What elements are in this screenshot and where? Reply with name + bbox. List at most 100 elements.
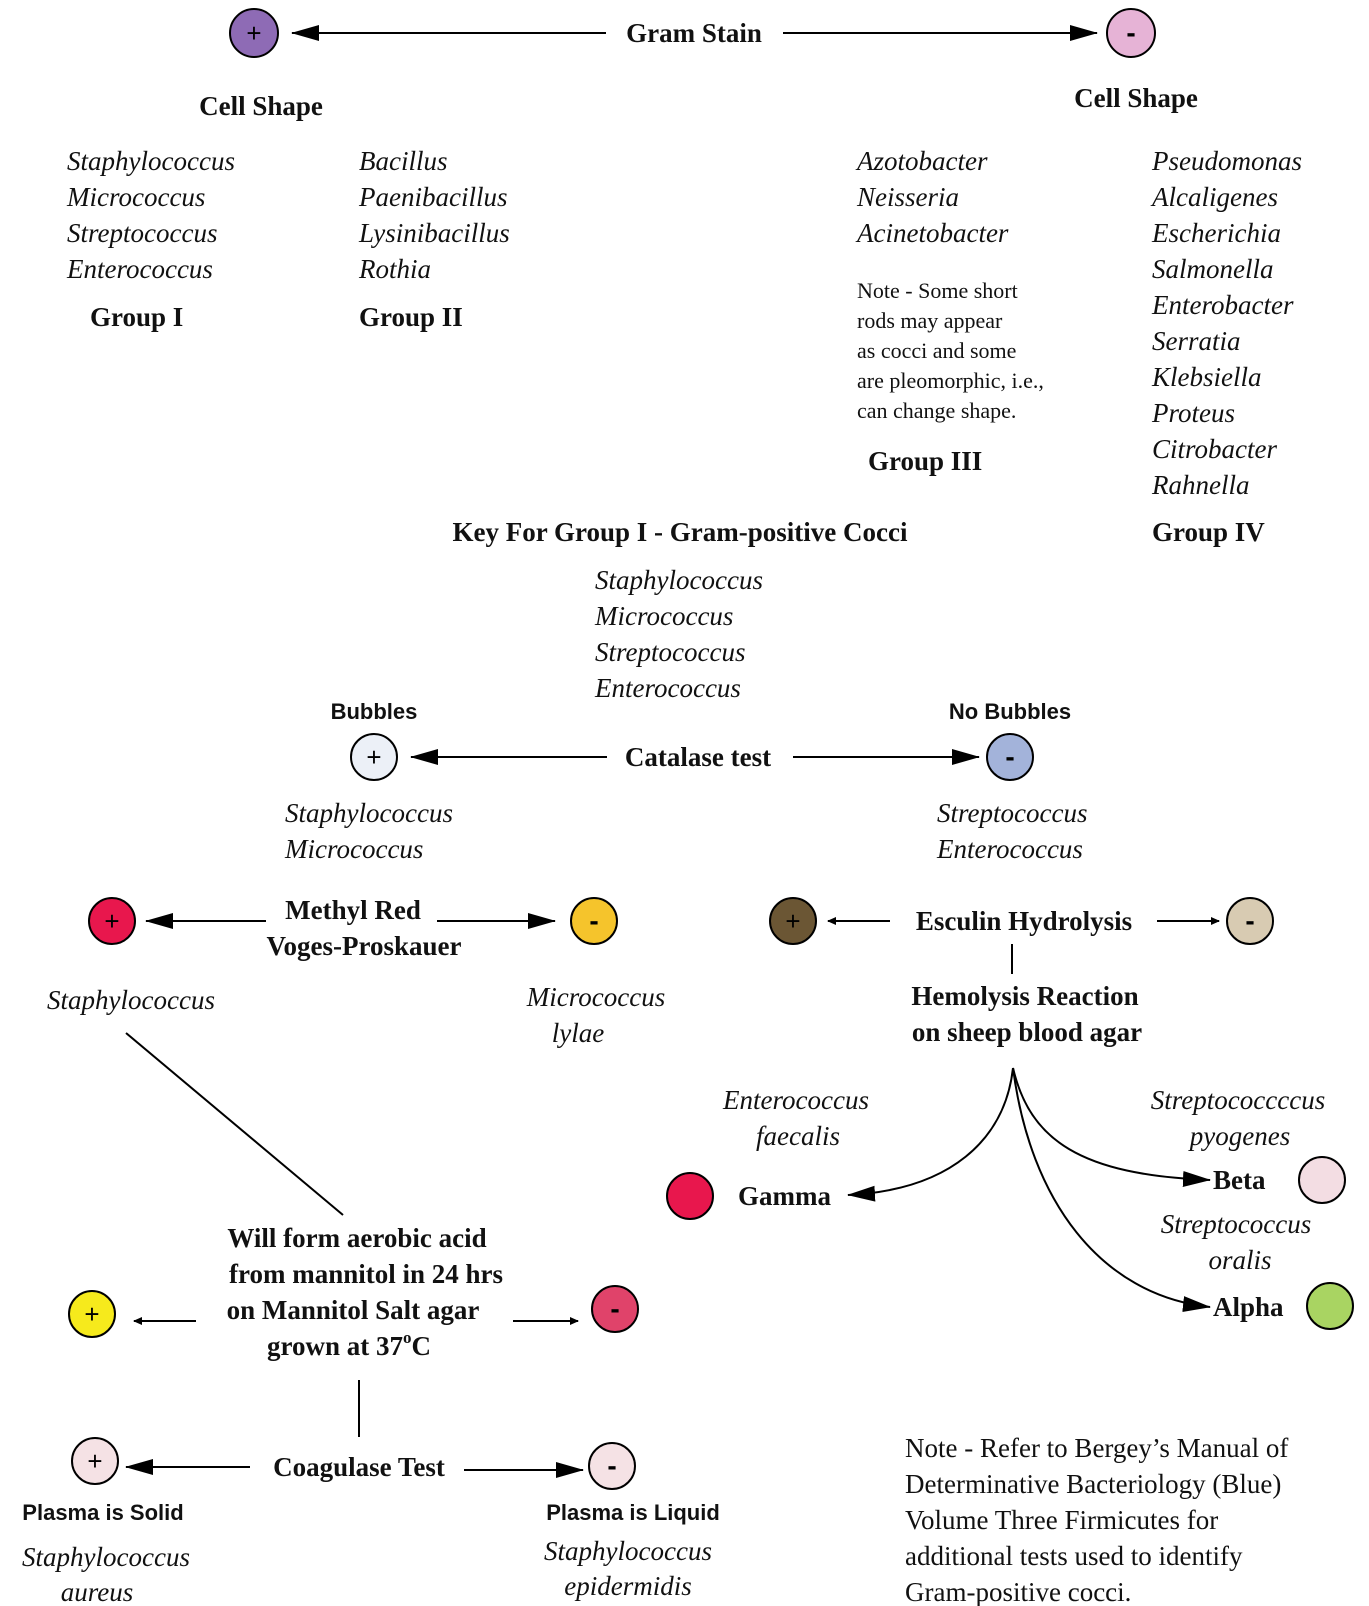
gamma-circle bbox=[666, 1172, 714, 1220]
catalase-positive-circle bbox=[350, 733, 398, 781]
mrvp-section: Methyl Red Voges-Proskauer + - Staphyloc… bbox=[47, 895, 665, 1216]
bottom-note-line: Note - Refer to Bergey’s Manual of bbox=[905, 1433, 1288, 1463]
mannitol-temp-degree: o bbox=[403, 1328, 412, 1347]
gram-stain-section: Gram Stain + - Cell Shape Cell Shape Sta… bbox=[66, 8, 1302, 547]
beta-genus-line: Streptococcccus bbox=[1151, 1085, 1325, 1115]
hemolysis-label-line: Hemolysis Reaction bbox=[911, 981, 1138, 1011]
mrvp-negative-genus-line: lylae bbox=[552, 1018, 604, 1048]
group-2-genus: Bacillus bbox=[359, 146, 448, 176]
coagulase-positive-sign: + bbox=[87, 1446, 102, 1476]
cell-shape-left-heading: Cell Shape bbox=[199, 91, 323, 121]
mrvp-negative-circle bbox=[570, 897, 618, 945]
group-2: Bacillus Paenibacillus Lysinibacillus Ro… bbox=[358, 146, 510, 332]
catalase-positive-label: Bubbles bbox=[331, 699, 418, 724]
mannitol-label-line: from mannitol in 24 hrs bbox=[229, 1259, 503, 1289]
coagulase-negative-circle bbox=[588, 1442, 636, 1490]
group-2-genus: Rothia bbox=[358, 254, 431, 284]
gamma-genus-line: Enterococcus bbox=[722, 1085, 869, 1115]
coagulase-positive-label: Plasma is Solid bbox=[22, 1500, 183, 1525]
gram-positive-symbol: + bbox=[229, 8, 279, 58]
group-4-genus: Citrobacter bbox=[1152, 434, 1277, 464]
esculin-negative-sign: - bbox=[1245, 905, 1254, 936]
coagulase-negative-sign: - bbox=[607, 1450, 616, 1481]
coagulase-positive-circle bbox=[71, 1437, 119, 1485]
gamma-genus-line: faecalis bbox=[756, 1121, 840, 1151]
group-4-genus: Rahnella bbox=[1151, 470, 1249, 500]
esculin-label: Esculin Hydrolysis bbox=[916, 906, 1132, 936]
gram-negative-sign: - bbox=[1126, 17, 1135, 48]
catalase-test-label: Catalase test bbox=[625, 742, 771, 772]
staph-to-mannitol-connector bbox=[125, 1032, 344, 1216]
mrvp-positive-circle bbox=[88, 897, 136, 945]
bottom-note: Note - Refer to Bergey’s Manual of Deter… bbox=[905, 1433, 1288, 1606]
alpha-genus-line: oralis bbox=[1208, 1245, 1271, 1275]
coagulase-section: Coagulase Test + - Plasma is Solid Plasm… bbox=[22, 1437, 720, 1606]
esculin-positive-circle bbox=[769, 897, 817, 945]
catalase-negative-genus: Streptococcus bbox=[937, 798, 1087, 828]
esculin-section: Esculin Hydrolysis + - bbox=[769, 897, 1274, 974]
mannitol-label-line: on Mannitol Salt agar bbox=[227, 1295, 480, 1325]
catalase-negative-genus: Enterococcus bbox=[936, 834, 1083, 864]
mannitol-label-line: Will form aerobic acid bbox=[227, 1223, 486, 1253]
esculin-negative-circle bbox=[1226, 897, 1274, 945]
group-2-genus: Lysinibacillus bbox=[358, 218, 510, 248]
group-1-genus: Streptococcus bbox=[67, 218, 217, 248]
key-title: Key For Group I - Gram-positive Cocci bbox=[453, 517, 908, 547]
group-3: Azotobacter Neisseria Acinetobacter Note… bbox=[855, 146, 1044, 476]
group-1-genus: Staphylococcus bbox=[67, 146, 235, 176]
alpha-circle bbox=[1306, 1282, 1354, 1330]
group-4-genus: Alcaligenes bbox=[1150, 182, 1278, 212]
coagulase-positive-genus-line: Staphylococcus bbox=[22, 1542, 190, 1572]
bottom-note-line: Determinative Bacteriology (Blue) bbox=[905, 1469, 1281, 1499]
hemolysis-section: Hemolysis Reaction on sheep blood agar E… bbox=[666, 981, 1354, 1330]
mrvp-positive-sign: + bbox=[104, 906, 119, 936]
coagulase-test-label: Coagulase Test bbox=[273, 1452, 445, 1482]
group-1: Staphylococcus Micrococcus Streptococcus… bbox=[66, 146, 235, 332]
key-genus: Streptococcus bbox=[595, 637, 745, 667]
alpha-genus-line: Streptococcus bbox=[1161, 1209, 1311, 1239]
mannitol-label-last-line: grown at 37oC bbox=[267, 1328, 431, 1361]
catalase-positive-sign: + bbox=[366, 742, 381, 772]
catalase-section: Bubbles No Bubbles Catalase test + - Sta… bbox=[284, 699, 1087, 864]
gram-positive-sign: + bbox=[246, 18, 261, 48]
group-4-genus: Enterobacter bbox=[1151, 290, 1294, 320]
group-3-note-line: are pleomorphic, i.e., bbox=[857, 368, 1044, 393]
key-genus: Micrococcus bbox=[594, 601, 733, 631]
mrvp-negative-sign: - bbox=[589, 905, 598, 936]
bottom-note-line: Volume Three Firmicutes for bbox=[905, 1505, 1218, 1535]
esculin-positive-sign: + bbox=[785, 906, 800, 936]
group-4-genus: Escherichia bbox=[1151, 218, 1281, 248]
mannitol-positive-sign: + bbox=[84, 1299, 99, 1329]
group-4-genus: Klebsiella bbox=[1151, 362, 1262, 392]
group-3-note-line: can change shape. bbox=[857, 398, 1016, 423]
hemolysis-to-gamma-curve bbox=[847, 1067, 1014, 1202]
group-1-genus: Micrococcus bbox=[66, 182, 205, 212]
hemolysis-label-line: on sheep blood agar bbox=[912, 1017, 1142, 1047]
gram-negative-symbol: - bbox=[1106, 8, 1156, 58]
coagulase-positive-genus-line: aureus bbox=[61, 1577, 134, 1606]
mannitol-negative-sign: - bbox=[610, 1293, 619, 1324]
coagulase-negative-label: Plasma is Liquid bbox=[546, 1500, 720, 1525]
catalase-negative-sign: - bbox=[1005, 741, 1014, 772]
mrvp-negative-genus-line: Micrococcus bbox=[526, 982, 665, 1012]
group-4-genus: Proteus bbox=[1151, 398, 1235, 428]
mannitol-temp-unit: C bbox=[412, 1331, 432, 1361]
mannitol-section: Will form aerobic acid from mannitol in … bbox=[68, 1223, 639, 1437]
cell-shape-right-heading: Cell Shape bbox=[1074, 83, 1198, 113]
group-1-label: Group I bbox=[90, 302, 183, 332]
group-3-note-line: as cocci and some bbox=[857, 338, 1016, 363]
group-3-label: Group III bbox=[868, 446, 982, 476]
gram-stain-title: Gram Stain bbox=[626, 18, 762, 48]
gram-positive-circle bbox=[229, 8, 279, 58]
key-genus: Enterococcus bbox=[594, 673, 741, 703]
group-3-genus: Neisseria bbox=[856, 182, 959, 212]
group-4-genus: Pseudomonas bbox=[1151, 146, 1302, 176]
coagulase-negative-genus-line: epidermidis bbox=[564, 1571, 692, 1601]
catalase-positive-genus: Staphylococcus bbox=[285, 798, 453, 828]
mannitol-temp-prefix: grown at 37 bbox=[267, 1331, 403, 1361]
key-section: Key For Group I - Gram-positive Cocci St… bbox=[453, 517, 908, 703]
catalase-negative-label: No Bubbles bbox=[949, 699, 1071, 724]
catalase-negative-circle bbox=[986, 733, 1034, 781]
